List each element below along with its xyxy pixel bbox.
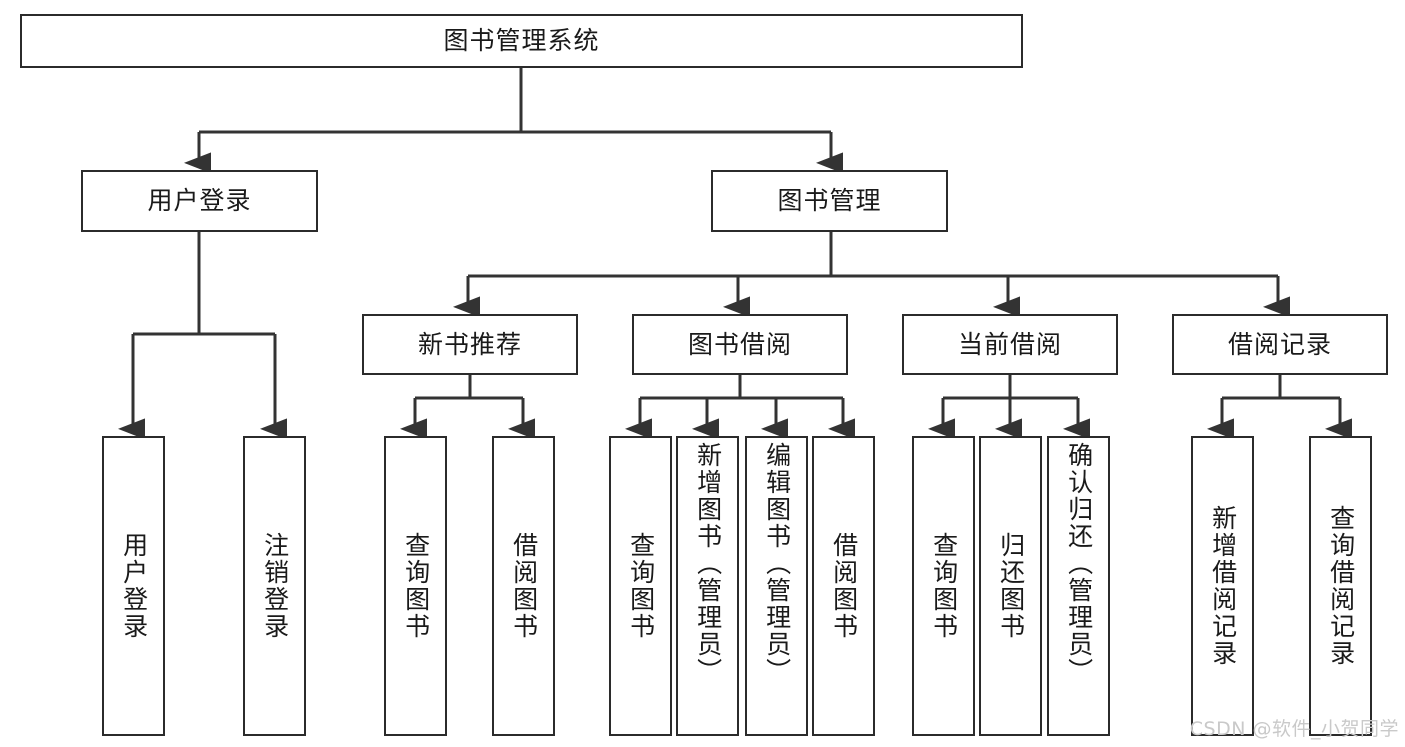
node-book-borrow[interactable]: 图书借阅 <box>632 314 848 375</box>
node-user-login-label: 用户登录 <box>147 186 252 216</box>
node-root-system[interactable]: 图书管理系统 <box>20 14 1023 68</box>
leaf-edit-book[interactable]: 编辑图书（管理员） <box>745 436 808 736</box>
node-book-management-label: 图书管理 <box>777 186 882 216</box>
leaf-query-book-borrow-label: 查询图书 <box>626 532 656 640</box>
leaf-add-borrow-record[interactable]: 新增借阅记录 <box>1191 436 1254 736</box>
leaf-borrow-book[interactable]: 借阅图书 <box>812 436 875 736</box>
node-borrow-record[interactable]: 借阅记录 <box>1172 314 1388 375</box>
leaf-query-book-current[interactable]: 查询图书 <box>912 436 975 736</box>
leaf-query-borrow-record[interactable]: 查询借阅记录 <box>1309 436 1372 736</box>
leaf-user-logout-label: 注销登录 <box>260 532 290 640</box>
leaf-return-book[interactable]: 归还图书 <box>979 436 1042 736</box>
node-user-login[interactable]: 用户登录 <box>81 170 318 232</box>
leaf-borrow-book-label: 借阅图书 <box>829 532 859 640</box>
leaf-query-borrow-record-label: 查询借阅记录 <box>1326 505 1356 667</box>
node-current-borrow[interactable]: 当前借阅 <box>902 314 1118 375</box>
leaf-confirm-return[interactable]: 确认归还（管理员） <box>1047 436 1110 736</box>
node-book-borrow-label: 图书借阅 <box>687 329 792 359</box>
leaf-borrow-book-recommend-label: 借阅图书 <box>509 532 539 640</box>
leaf-add-book[interactable]: 新增图书（管理员） <box>676 436 739 736</box>
leaf-add-book-label: 新增图书（管理员） <box>693 442 723 685</box>
leaf-query-book-recommend[interactable]: 查询图书 <box>384 436 447 736</box>
leaf-edit-book-label: 编辑图书（管理员） <box>762 442 792 685</box>
leaf-query-book-borrow[interactable]: 查询图书 <box>609 436 672 736</box>
node-new-book-recommend[interactable]: 新书推荐 <box>362 314 578 375</box>
leaf-return-book-label: 归还图书 <box>996 532 1026 640</box>
leaf-add-borrow-record-label: 新增借阅记录 <box>1208 505 1238 667</box>
node-new-book-recommend-label: 新书推荐 <box>417 329 522 359</box>
leaf-user-login-label: 用户登录 <box>119 532 149 640</box>
node-borrow-record-label: 借阅记录 <box>1227 329 1332 359</box>
leaf-query-book-current-label: 查询图书 <box>929 532 959 640</box>
leaf-user-login[interactable]: 用户登录 <box>102 436 165 736</box>
leaf-query-book-recommend-label: 查询图书 <box>401 532 431 640</box>
leaf-confirm-return-label: 确认归还（管理员） <box>1064 442 1094 685</box>
node-root-label: 图书管理系统 <box>443 26 600 56</box>
node-book-management[interactable]: 图书管理 <box>711 170 948 232</box>
node-current-borrow-label: 当前借阅 <box>957 329 1062 359</box>
leaf-user-logout[interactable]: 注销登录 <box>243 436 306 736</box>
leaf-borrow-book-recommend[interactable]: 借阅图书 <box>492 436 555 736</box>
